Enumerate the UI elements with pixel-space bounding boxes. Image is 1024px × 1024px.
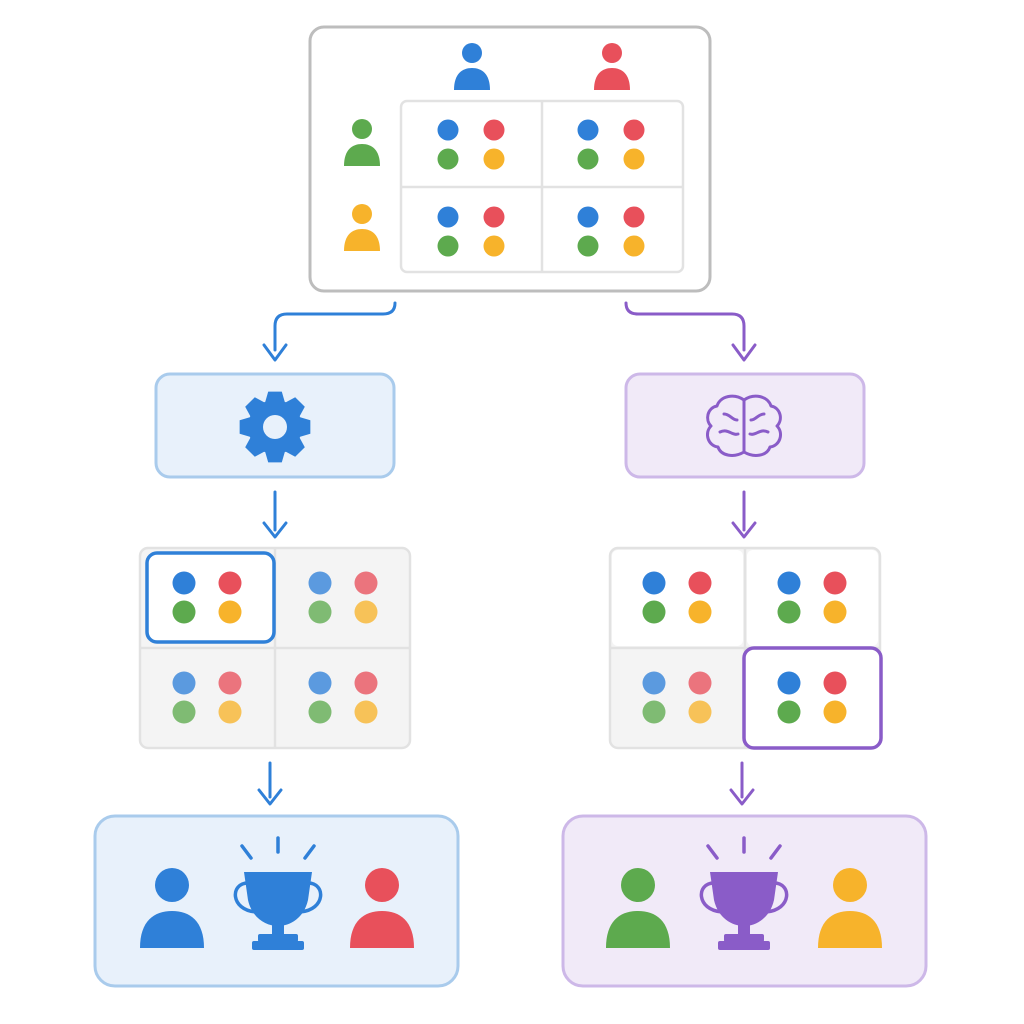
yellow-dot <box>623 235 645 257</box>
green-dot <box>642 600 666 624</box>
blue-dot <box>777 671 801 695</box>
green-dot <box>308 600 332 624</box>
blue-dot <box>642 571 666 595</box>
red-dot <box>218 571 242 595</box>
yellow-dot <box>688 600 712 624</box>
left-outcome-grid <box>138 546 412 750</box>
blue-dot <box>172 571 196 595</box>
payoff-grid-dots <box>437 119 645 257</box>
yellow-dot <box>483 235 505 257</box>
blue-dot <box>642 671 666 695</box>
arrowhead-right-box-to-grid <box>731 521 757 539</box>
trophy-icon <box>233 836 323 950</box>
red-dot <box>623 206 645 228</box>
blue-dot <box>308 571 332 595</box>
payoff-grid <box>399 99 685 274</box>
green-dot <box>577 148 599 170</box>
blue-dot <box>577 206 599 228</box>
yellow-dot <box>823 600 847 624</box>
arrowhead-top-to-left <box>262 343 288 362</box>
green-dot <box>172 600 196 624</box>
red-dot <box>354 671 378 695</box>
blue-dot <box>308 671 332 695</box>
green-dot <box>642 700 666 724</box>
blue-dot <box>777 571 801 595</box>
red-dot <box>823 671 847 695</box>
right-grid-dots <box>642 571 847 724</box>
red-dot <box>688 671 712 695</box>
right-outcome-grid <box>608 546 883 750</box>
brain-icon <box>706 394 782 457</box>
green-dot <box>308 700 332 724</box>
gear-hole <box>263 415 287 439</box>
blue-dot <box>437 206 459 228</box>
left-selected-cell-highlight <box>145 551 276 644</box>
blue-dot <box>577 119 599 141</box>
green-dot <box>777 700 801 724</box>
yellow-dot <box>483 148 505 170</box>
blue-dot <box>437 119 459 141</box>
red-dot <box>218 671 242 695</box>
right-selected-cell-highlight <box>742 646 883 750</box>
left-result-box <box>93 814 460 988</box>
yellow-dot <box>218 700 242 724</box>
green-dot <box>577 235 599 257</box>
yellow-dot <box>218 600 242 624</box>
green-dot <box>777 600 801 624</box>
right-result-box <box>561 814 928 988</box>
arrowhead-left-box-to-grid <box>262 521 288 539</box>
arrow-top-to-left <box>273 301 397 352</box>
arrow-top-to-right <box>624 301 746 352</box>
payoff-matrix-panel <box>308 25 712 293</box>
red-dot <box>483 206 505 228</box>
red-dot <box>823 571 847 595</box>
red-dot <box>623 119 645 141</box>
yellow-dot <box>623 148 645 170</box>
right-algorithm-box <box>624 372 866 479</box>
red-dot <box>688 571 712 595</box>
green-dot <box>437 235 459 257</box>
green-dot <box>172 700 196 724</box>
yellow-dot <box>354 600 378 624</box>
left-algorithm-box <box>154 372 396 479</box>
yellow-dot <box>688 700 712 724</box>
red-dot <box>483 119 505 141</box>
green-dot <box>437 148 459 170</box>
gear-icon <box>239 391 311 463</box>
blue-dot <box>172 671 196 695</box>
arrowhead-left-grid-to-result <box>257 788 283 806</box>
trophy-icon <box>699 836 789 950</box>
yellow-dot <box>823 700 847 724</box>
red-dot <box>354 571 378 595</box>
arrowhead-top-to-right <box>731 343 757 362</box>
left-grid-dots <box>172 571 378 724</box>
arrowhead-right-grid-to-result <box>729 788 755 806</box>
yellow-dot <box>354 700 378 724</box>
